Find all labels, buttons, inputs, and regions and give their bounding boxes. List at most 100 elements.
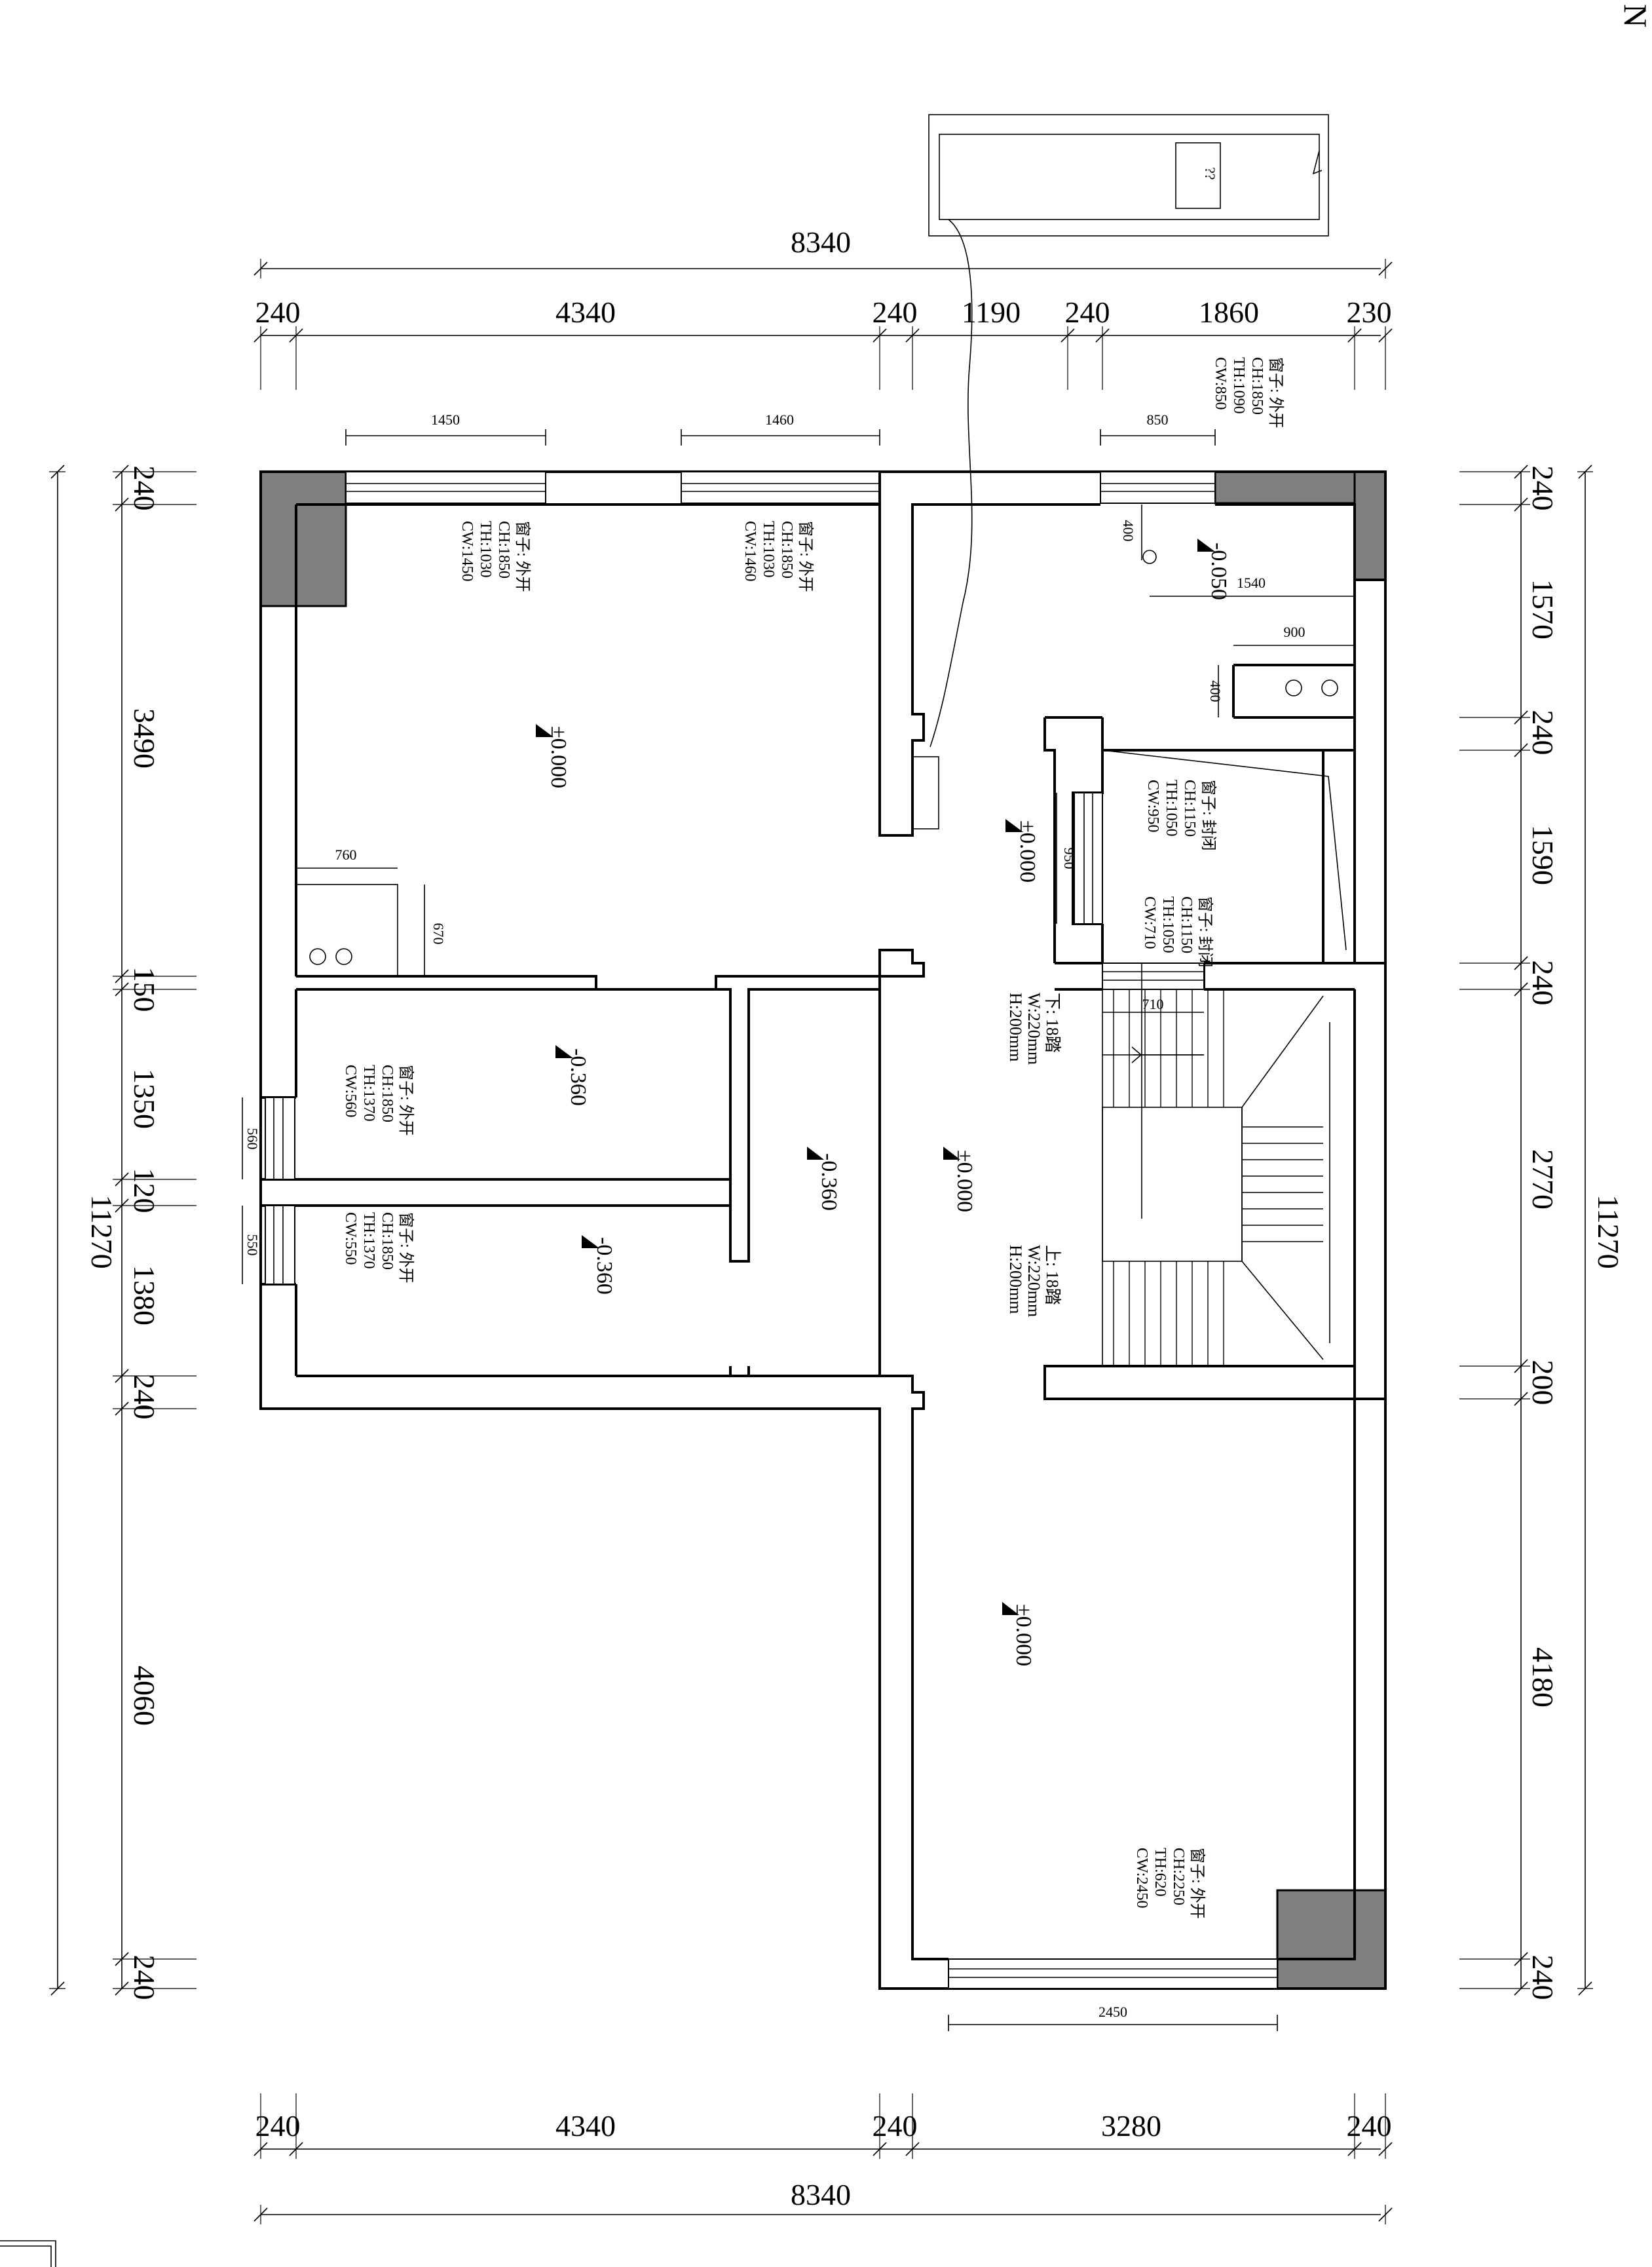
dim-left-4: 120 (128, 1168, 161, 1213)
level-l5: -0.360 (817, 1153, 841, 1211)
dim-right-1: 1570 (1526, 579, 1560, 639)
dim-left-0: 240 (128, 466, 161, 511)
svg-text:TH:1370: TH:1370 (360, 1065, 377, 1122)
fixtures (295, 550, 1347, 1219)
svg-text:CH:1850: CH:1850 (1248, 357, 1266, 415)
dimension-ticks-top (253, 259, 1393, 390)
dim-right-7: 4180 (1526, 1647, 1560, 1707)
level-l7: -0.360 (592, 1237, 616, 1295)
dim-1540: 1540 (1237, 575, 1266, 591)
dim-560: 560 (244, 1128, 261, 1150)
svg-text:TH:1050: TH:1050 (1163, 780, 1180, 837)
dim-right-4: 240 (1526, 961, 1560, 1006)
dim-bottom-2: 240 (873, 2109, 918, 2143)
level-l4: -0.360 (566, 1048, 590, 1106)
svg-text:TH:620: TH:620 (1152, 1848, 1169, 1897)
fixture-symbol-icon (1142, 550, 1157, 564)
dim-right-2: 240 (1526, 710, 1560, 755)
fixture-symbol-icon (335, 948, 352, 965)
dim-bottom-4: 240 (1347, 2109, 1392, 2143)
note-w1: 窗子: 外开 CH:1850 TH:1030 CW:1450 (459, 521, 531, 592)
dim-bottom-1: 4340 (555, 2109, 616, 2143)
svg-text:W:220mm: W:220mm (1024, 1245, 1043, 1317)
note-w7: 窗子: 外开 CH:1850 TH:1370 CW:550 (342, 1212, 415, 1284)
svg-text:CW:560: CW:560 (342, 1065, 359, 1117)
level-marker-icon (536, 539, 1215, 1615)
svg-text:CH:1150: CH:1150 (1178, 896, 1195, 953)
dim-top-5: 1860 (1199, 295, 1259, 329)
dim-550: 550 (244, 1234, 261, 1256)
svg-text:TH:1030: TH:1030 (477, 521, 494, 578)
svg-text:H:200mm: H:200mm (1006, 993, 1025, 1061)
dim-left-total: 11270 (85, 1194, 119, 1268)
svg-text:CH:2250: CH:2250 (1170, 1848, 1187, 1905)
dim-760: 760 (335, 847, 357, 863)
svg-text:窗子: 外开: 窗子: 外开 (514, 521, 531, 592)
fixture-symbol-icon (1285, 679, 1302, 696)
dim-top-total: 8340 (791, 225, 851, 259)
level-l8: ±0.000 (1011, 1604, 1036, 1666)
svg-text:CW:1460: CW:1460 (742, 521, 759, 581)
dim-top-1: 4340 (555, 295, 616, 329)
dim-2450: 2450 (1098, 2004, 1127, 2020)
level-l3: ±0.000 (1015, 820, 1040, 883)
svg-text:窗子: 外开: 窗子: 外开 (1188, 1848, 1206, 1919)
dim-w1: 1450 (431, 411, 460, 428)
svg-text:窗子: 外开: 窗子: 外开 (397, 1065, 415, 1136)
svg-text:CH:1850: CH:1850 (379, 1065, 396, 1122)
small-dims (242, 429, 1355, 2031)
note-w6: 窗子: 外开 CH:1850 TH:1370 CW:560 (342, 1065, 415, 1136)
dim-top-0: 240 (255, 295, 301, 329)
walls (259, 470, 1387, 1990)
note-w4: 窗子: 封闭 CH:1150 TH:1050 CW:950 (1144, 780, 1217, 851)
dim-left-8: 240 (128, 1955, 161, 2000)
svg-text:CW:710: CW:710 (1141, 896, 1158, 949)
svg-text:W:220mm: W:220mm (1024, 993, 1043, 1065)
dim-top-2: 240 (873, 295, 918, 329)
stair-note-up: 上: 18踏 W:220mm H:200mm (1006, 1245, 1062, 1317)
dim-right-8: 240 (1526, 1955, 1560, 2000)
dim-left-3: 1350 (128, 1069, 161, 1129)
dim-400b: 400 (1207, 681, 1224, 702)
dim-670: 670 (430, 923, 447, 945)
svg-text:窗子: 外开: 窗子: 外开 (797, 521, 814, 592)
level-l2: -0.050 (1207, 543, 1231, 600)
dim-bottom-total: 8340 (791, 2178, 851, 2211)
dim-top-4: 240 (1065, 295, 1110, 329)
dim-top-6: 230 (1347, 295, 1392, 329)
dim-bottom-3: 3280 (1101, 2109, 1161, 2143)
svg-text:TH:1370: TH:1370 (360, 1212, 377, 1269)
fixture-symbol-icon (309, 948, 326, 965)
dim-bottom-0: 240 (255, 2109, 301, 2143)
svg-text:窗子: 封闭: 窗子: 封闭 (1199, 780, 1217, 851)
dim-right-0: 240 (1526, 466, 1560, 511)
svg-text:CW:2450: CW:2450 (1133, 1848, 1150, 1908)
dim-right-5: 2770 (1526, 1149, 1560, 1210)
dim-left-1: 3490 (128, 708, 161, 769)
tank-label: ?? (1202, 167, 1218, 180)
staircase (1102, 989, 1355, 1367)
note-w3: 窗子: 外开 CH:1850 TH:1090 CW:850 (1212, 357, 1285, 429)
dim-right-3: 1590 (1526, 825, 1560, 885)
svg-text:H:200mm: H:200mm (1006, 1245, 1025, 1314)
svg-text:CW:1450: CW:1450 (459, 521, 476, 581)
svg-text:下: 18踏: 下: 18踏 (1043, 993, 1062, 1053)
dim-right-total: 11270 (1592, 1194, 1625, 1268)
dim-left-5: 1380 (128, 1265, 161, 1325)
svg-text:窗子: 外开: 窗子: 外开 (1267, 357, 1285, 429)
dim-left-7: 4060 (128, 1666, 161, 1726)
dim-710: 710 (1142, 996, 1164, 1012)
svg-text:TH:1050: TH:1050 (1159, 896, 1176, 953)
svg-text:TH:1030: TH:1030 (760, 521, 777, 578)
note-w5: 窗子: 封闭 CH:1150 TH:1050 CW:710 (1141, 896, 1214, 968)
svg-text:CH:1850: CH:1850 (495, 521, 512, 579)
dim-w2: 1460 (765, 411, 794, 428)
note-w8: 窗子: 外开 CH:2250 TH:620 CW:2450 (1133, 1848, 1206, 1919)
level-l1: ±0.000 (546, 726, 571, 788)
dim-950: 950 (1061, 848, 1078, 869)
dim-top-3: 1190 (962, 295, 1021, 329)
dimension-ticks-right (1459, 465, 1593, 1996)
svg-text:CH:1850: CH:1850 (379, 1212, 396, 1270)
svg-text:CW:850: CW:850 (1212, 357, 1229, 410)
